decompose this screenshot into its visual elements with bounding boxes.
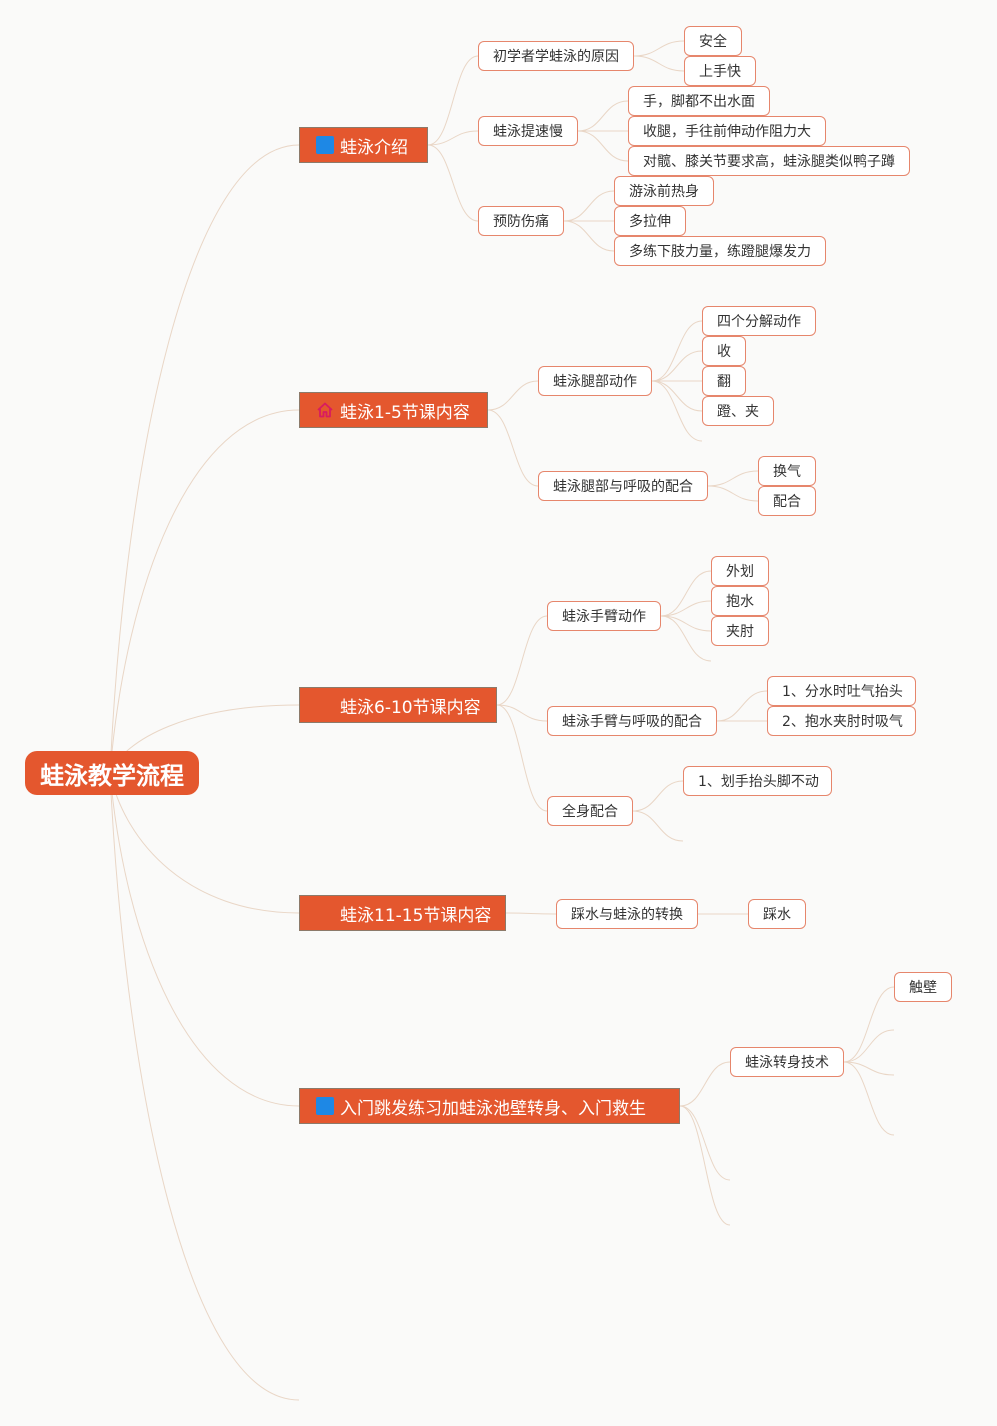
leaf-turn[interactable]: 翻 [702,366,746,396]
connector-line [679,1105,731,1226]
connector-line [487,380,539,411]
connector-line [660,600,712,617]
leaf-stretch[interactable]: 多拉伸 [614,206,686,236]
connector-line [707,485,759,502]
connector-line [843,1029,895,1063]
connector-line [109,772,300,1107]
topic-arm-breath[interactable]: 蛙泳手臂与呼吸的配合 [547,706,717,736]
branch-title: 蛙泳1-5节课内容 [340,402,470,423]
connector-line [716,690,768,722]
topic-turn-technique[interactable]: 蛙泳转身技术 [730,1047,844,1077]
leaf-outsweep[interactable]: 外划 [711,556,769,586]
connector-line [427,55,479,146]
connector-line [577,100,629,132]
connector-line [651,380,703,442]
leaf-kick-squeeze[interactable]: 蹬、夹 [702,396,774,426]
connector-line [563,220,615,252]
topic-leg-action[interactable]: 蛙泳腿部动作 [538,366,652,396]
connector-line [563,190,615,222]
connector-line [496,615,548,706]
leaf-draw[interactable]: 收 [702,336,746,366]
connector-line [651,320,703,382]
connector-line [109,772,300,1401]
blue-square-icon [316,136,334,154]
connector-line [109,144,300,774]
connector-line [427,130,479,146]
branch-lessons-11-15[interactable]: 蛙泳11-15节课内容 [299,895,506,931]
connector-line [651,380,703,412]
leaf-joint-demand[interactable]: 对髋、膝关节要求高，蛙泳腿类似鸭子蹲 [628,146,910,176]
branch-title: 蛙泳介绍 [340,137,408,158]
branch-title: 蛙泳11-15节课内容 [340,905,492,926]
leaf-coordination[interactable]: 配合 [758,486,816,516]
house-icon [316,401,334,419]
leaf-easy-start[interactable]: 上手快 [684,56,756,86]
connector-line [679,1061,731,1107]
placeholder-icon [316,696,334,714]
connector-line [707,470,759,487]
branch-title: 蛙泳6-10节课内容 [340,697,481,718]
connector-line [633,40,685,57]
topic-tread-transition[interactable]: 踩水与蛙泳的转换 [556,899,698,929]
topic-arm-action[interactable]: 蛙泳手臂动作 [547,601,661,631]
connector-line [632,810,684,842]
leaf-warmup[interactable]: 游泳前热身 [614,176,714,206]
branch-intro[interactable]: 蛙泳介绍 [299,127,428,163]
connector-line [679,1105,731,1181]
leaf-safety[interactable]: 安全 [684,26,742,56]
connector-line [577,130,629,162]
topic-leg-breath[interactable]: 蛙泳腿部与呼吸的配合 [538,471,708,501]
connector-line [632,780,684,812]
connector-line [843,986,895,1063]
connector-line [427,144,479,222]
connector-line [505,912,557,915]
topic-beginner-reason[interactable]: 初学者学蛙泳的原因 [478,41,634,71]
blue-square-icon [316,1097,334,1115]
leaf-exhale-lift[interactable]: 1、分水时吐气抬头 [767,676,916,706]
connector-line [843,1061,895,1136]
root-topic[interactable]: 蛙泳教学流程 [25,751,199,795]
leaf-catch[interactable]: 抱水 [711,586,769,616]
topic-slow-speed[interactable]: 蛙泳提速慢 [478,116,578,146]
connector-line [487,409,539,487]
leaf-hands-feet-underwater[interactable]: 手，脚都不出水面 [628,86,770,116]
connector-line [660,615,712,662]
branch-lessons-1-5[interactable]: 蛙泳1-5节课内容 [299,392,488,428]
connector-line [660,570,712,617]
leaf-tread-water[interactable]: 踩水 [748,899,806,929]
leaf-breath[interactable]: 换气 [758,456,816,486]
placeholder-icon [316,904,334,922]
connector-line [633,55,685,72]
leaf-leg-strength[interactable]: 多练下肢力量，练蹬腿爆发力 [614,236,826,266]
connector-line [496,704,548,812]
leaf-wall-touch[interactable]: 触壁 [894,972,952,1002]
branch-lessons-6-10[interactable]: 蛙泳6-10节课内容 [299,687,497,723]
connector-line [496,704,548,722]
branch-title: 入门跳发练习加蛙泳池壁转身、入门救生 [340,1098,646,1119]
connector-line [660,615,712,632]
connector-line [109,409,300,774]
leaf-stroke-lift[interactable]: 1、划手抬头脚不动 [683,766,832,796]
branch-dive-turn-rescue[interactable]: 入门跳发练习加蛙泳池壁转身、入门救生 [299,1088,680,1124]
connector-line [651,350,703,382]
topic-full-body[interactable]: 全身配合 [547,796,633,826]
leaf-elbow-squeeze[interactable]: 夹肘 [711,616,769,646]
topic-injury-prevention[interactable]: 预防伤痛 [478,206,564,236]
leaf-four-steps[interactable]: 四个分解动作 [702,306,816,336]
connector-line [843,1061,895,1076]
leaf-inhale[interactable]: 2、抱水夹肘时吸气 [767,706,916,736]
leaf-resistance[interactable]: 收腿，手往前伸动作阻力大 [628,116,826,146]
